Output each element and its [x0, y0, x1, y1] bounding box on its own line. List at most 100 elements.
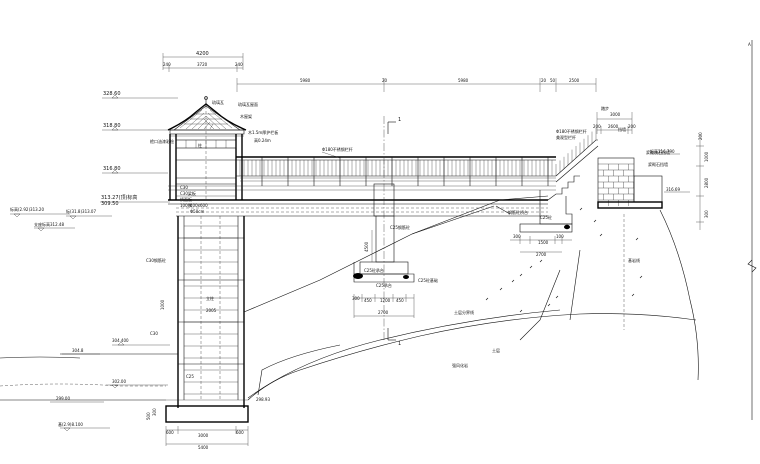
label-rail-right2: 美观型栏杆	[556, 134, 576, 140]
drawing-stroke	[631, 293, 635, 297]
masonry-stones	[598, 163, 634, 206]
elev-313: 313.27(顶)标高	[101, 194, 137, 201]
label-roofsub: 木屋架	[240, 113, 252, 119]
section-mark-2: 1	[398, 341, 401, 347]
section-mark-1: 1	[398, 117, 401, 123]
drawing-stroke	[635, 237, 639, 241]
dim-2700: 2700	[536, 252, 547, 257]
label-gcap: C25承台	[376, 282, 392, 288]
top-dimensions-right: 3000 200 2600 200	[593, 112, 636, 134]
label-padC25: C25砼承台	[364, 267, 384, 273]
label-beamC30: C30	[180, 185, 188, 190]
drawing-stroke	[499, 287, 503, 291]
label-side-tag: A	[748, 42, 751, 47]
label-stair: 踏步	[601, 105, 609, 111]
label-abut: C25砼	[540, 214, 552, 220]
label-slab: 桥面板	[180, 196, 192, 202]
label-pier-c25: C25钢筋砼	[390, 224, 410, 230]
dim-50: 50	[550, 78, 556, 83]
vdim-4500: 4500	[364, 241, 369, 252]
label-roofnote: 琉璃瓦屋面	[238, 101, 258, 107]
central-pier: C25钢筋砼 C25砼承台 C25砼基础 C25承台 300 450 1200 …	[352, 116, 438, 347]
label-rail-right: Φ180不锈钢栏杆	[556, 128, 587, 134]
drawing-stroke	[519, 309, 523, 313]
dim-3000: 3000	[610, 112, 621, 117]
anchor-dot	[564, 224, 570, 230]
label-found: C30	[150, 331, 158, 336]
dim-200: 200	[593, 124, 601, 129]
dim-100: 100	[556, 234, 564, 239]
vdim-200: 200	[698, 132, 703, 140]
dim-2700b: 2700	[378, 310, 389, 315]
dim-20b: 20	[541, 78, 547, 83]
pavilion: 琉璃瓦 琉璃瓦屋面 木屋架 檐口油漆彩绘 柱 木1.5m厚护栏板 高0.24m	[150, 96, 278, 200]
dim-1200: 1200	[380, 298, 391, 303]
drawing-stroke	[593, 219, 597, 223]
dim-5980a: 5980	[300, 78, 311, 83]
label-deck2: 400x600	[190, 203, 208, 208]
label-post: 柱	[198, 142, 202, 148]
pier-anchor-dot-right	[403, 275, 409, 279]
drawing-stroke	[579, 207, 583, 211]
label-wall2: 浆砌块石挡墙	[646, 149, 670, 155]
dim-5980b: 5980	[458, 78, 469, 83]
top-dimensions-pavilion: 4200 240 3720 240	[162, 51, 244, 72]
vdim-1000: 1000	[704, 151, 709, 162]
right-abutment-footing: C25砼 钢筋砼桥台 300 1500 100 2700	[508, 190, 573, 257]
label-abutnote: 钢筋砼桥台	[508, 209, 528, 215]
elev-302: 302.00	[112, 379, 126, 384]
dim-3000b: 3000	[198, 433, 209, 438]
elev-2990: 299.00	[56, 396, 70, 401]
vdim-1000b: 1000	[160, 299, 165, 310]
label-pier-note: 立柱	[206, 295, 214, 301]
top-dimensions-bridge: 5980 20 5980 20 50 2500	[236, 78, 597, 92]
right-retaining-wall: 挡墙 浆砌块石挡墙 浆砌石挡墙 标高316.790 316.69	[597, 126, 690, 209]
dim-200b: 200	[628, 124, 636, 129]
drawing-stroke	[555, 295, 559, 299]
elev-316-7: 标高316.790	[650, 148, 675, 154]
elev-312b: 标(31.8)313.07	[66, 208, 96, 214]
drawing-stroke	[639, 275, 643, 279]
label-g1: C25	[186, 374, 194, 379]
label-roof: 琉璃瓦	[212, 99, 224, 105]
label-deck1: 100厚	[180, 203, 192, 208]
elev-316-6: 316.69	[666, 187, 680, 192]
dim-3720: 3720	[197, 62, 208, 67]
elev-297: 基(2.9)8.100	[58, 421, 83, 427]
dim-240b: 240	[235, 62, 243, 67]
dim-300a: 300	[513, 234, 521, 239]
vdim-300b: 300	[152, 408, 157, 416]
label-wall: 挡墙	[618, 126, 626, 132]
dim-240a: 240	[163, 62, 171, 67]
dim-600a: 600	[166, 430, 174, 435]
label-railnote2: 木1.5m厚护栏板	[248, 129, 278, 135]
ground-lines: 土层分界线 强风化岩 土层 基岩线	[0, 195, 699, 401]
right-edge: A	[747, 40, 757, 420]
right-vertical-dimensions: 200 1000 2800 300	[696, 132, 709, 230]
dim-2600: 2600	[608, 124, 619, 129]
elev-316: 316.80	[103, 166, 121, 172]
elevation-markers-left: 328.60 318.80 316.80 313.27(顶)标高 309.50 …	[10, 91, 178, 432]
label-soil1: 土层分界线	[454, 309, 474, 315]
elev-328: 328.60	[103, 91, 121, 97]
vdim-2800: 2800	[704, 177, 709, 188]
drawing-stroke	[539, 259, 543, 263]
dim-1500: 1500	[538, 240, 549, 245]
label-rock2: 基岩线	[628, 257, 640, 263]
elev-304: 304.400	[112, 338, 129, 343]
elev-2989-lbl: 298.93	[256, 397, 270, 402]
dim-600b: 600	[236, 430, 244, 435]
label-wall3: 浆砌石挡墙	[648, 161, 668, 167]
vdim-500a: 500	[146, 412, 151, 420]
drawing-stroke	[519, 273, 523, 277]
elev-313b: 309.50	[101, 201, 119, 207]
elev-312c: 支座标高312.48	[34, 221, 64, 227]
elev-3048: 304.8	[72, 348, 84, 353]
label-pier-col: C30钢筋砼	[146, 257, 166, 263]
dim-2500: 2500	[569, 78, 580, 83]
soil-hatch	[485, 207, 643, 313]
pier-anchor-dot-left	[353, 273, 363, 279]
dim-4200: 4200	[196, 51, 209, 57]
